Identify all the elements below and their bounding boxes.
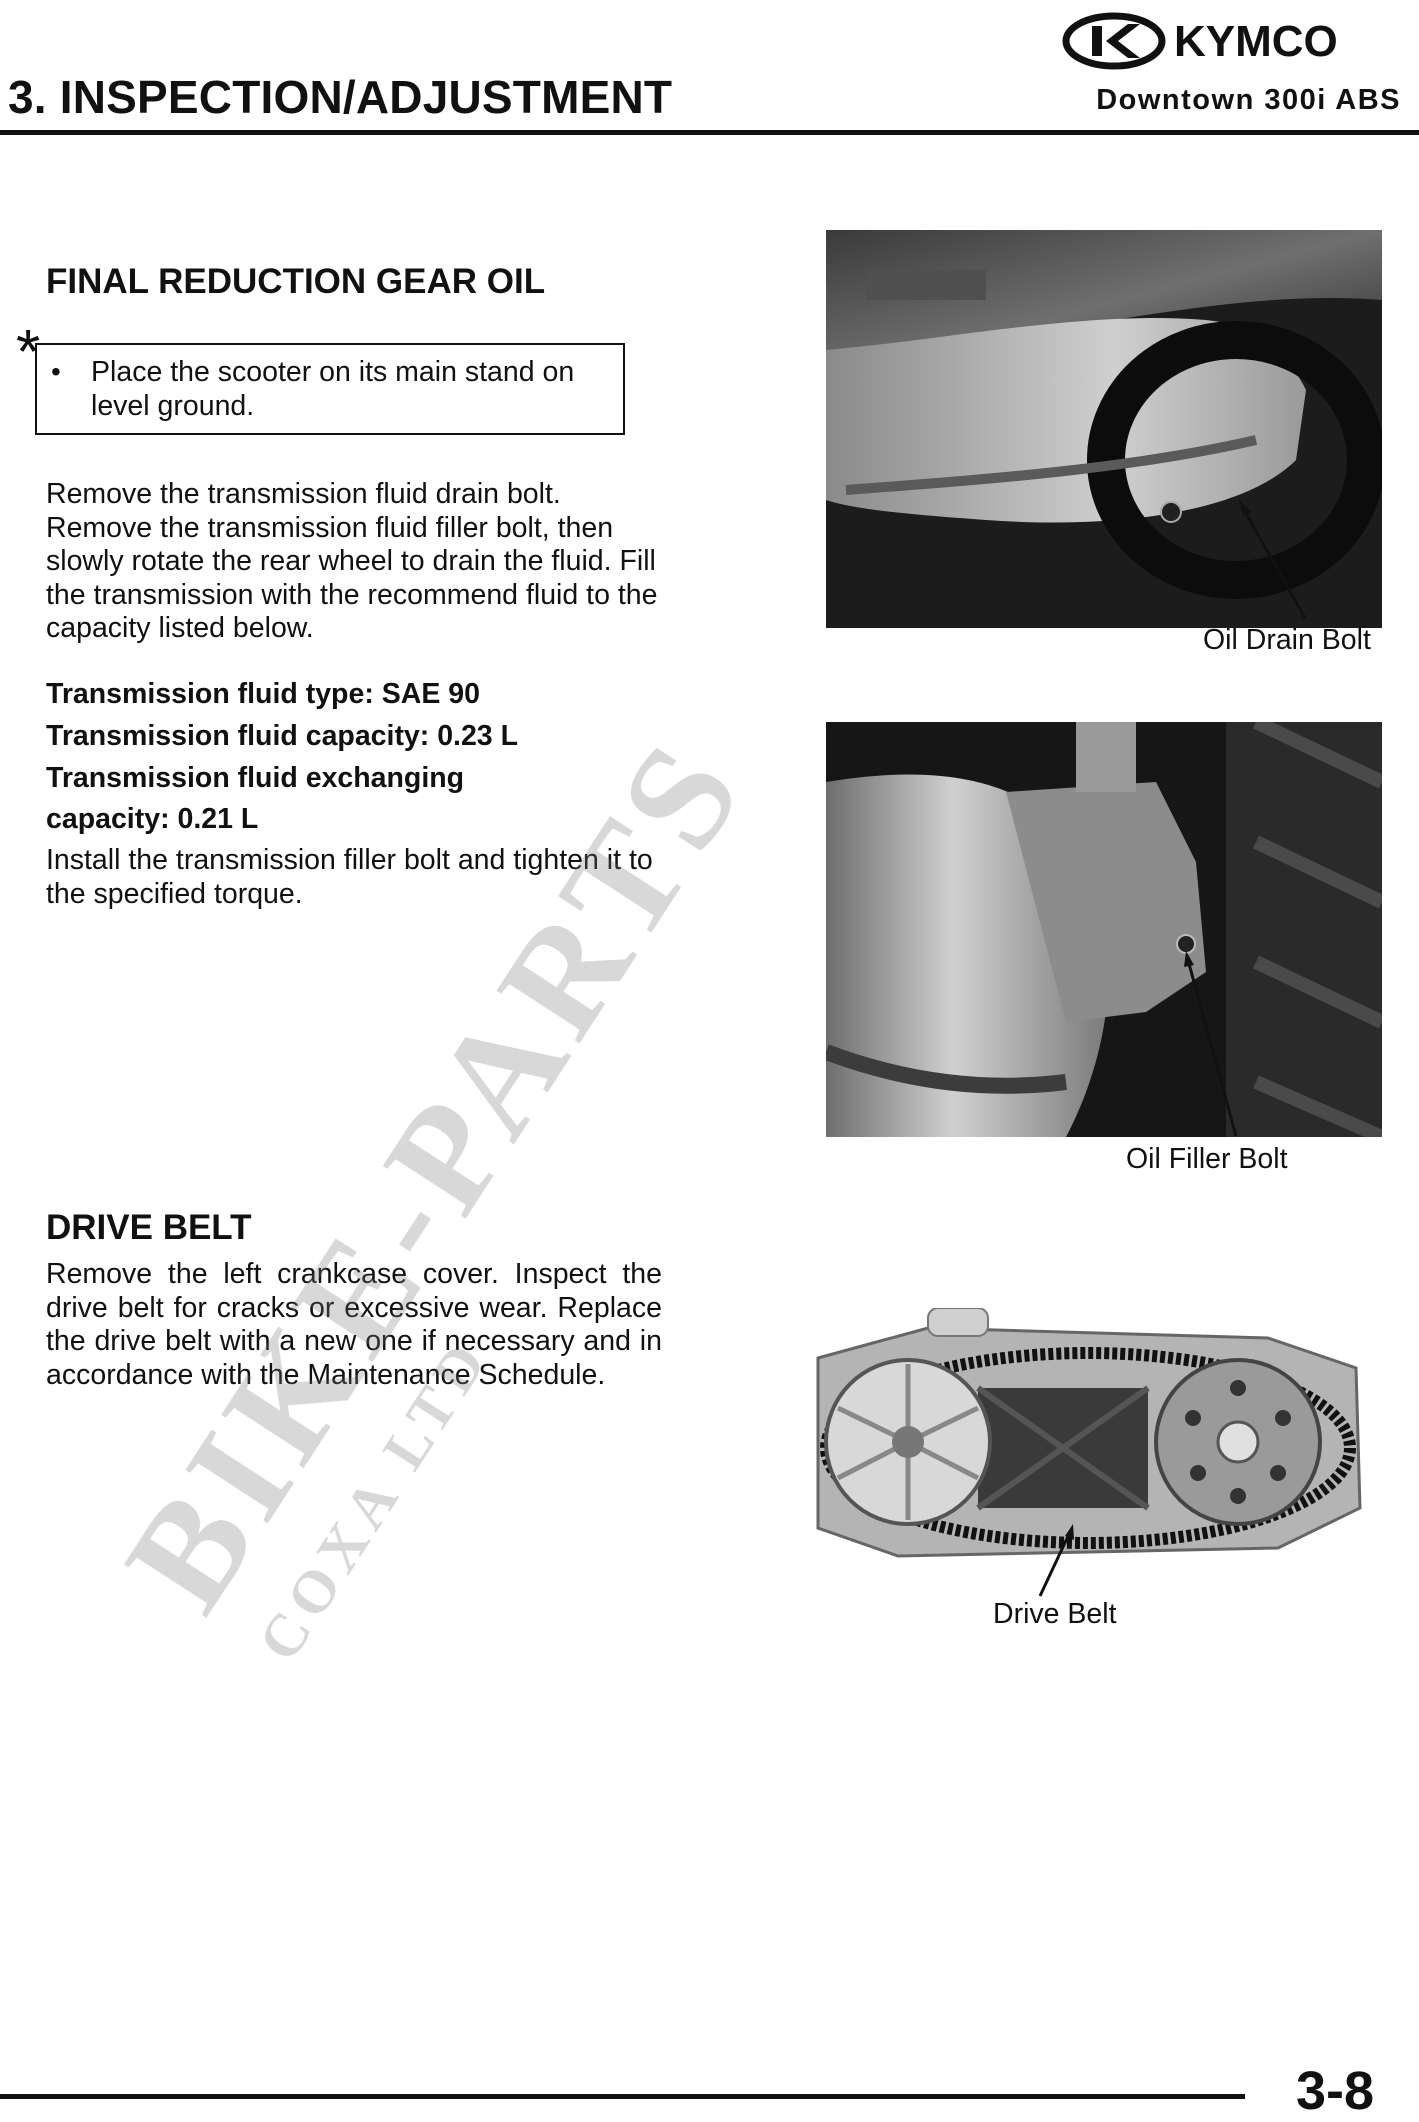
spec-exchange-capacity-line2: capacity: 0.21 L bbox=[46, 803, 259, 835]
svg-text:KYMCO: KYMCO bbox=[1174, 17, 1338, 66]
note-bullet: • bbox=[51, 356, 61, 387]
note-text: Place the scooter on its main stand on l… bbox=[91, 356, 575, 422]
caption-oil-filler-bolt: Oil Filler Bolt bbox=[1126, 1143, 1288, 1175]
caption-oil-drain-bolt: Oil Drain Bolt bbox=[1203, 624, 1371, 656]
drain-instructions: Remove the transmission fluid drain bolt… bbox=[46, 478, 658, 644]
caption-drive-belt: Drive Belt bbox=[993, 1598, 1117, 1630]
oil-filler-photo bbox=[826, 722, 1382, 1137]
spec-fluid-type: Transmission fluid type: SAE 90 bbox=[46, 678, 480, 710]
footer-rule bbox=[0, 2094, 1245, 2099]
oil-drain-photo bbox=[826, 230, 1382, 628]
section-heading-drive-belt: DRIVE BELT bbox=[46, 1208, 252, 1247]
drive-belt-instructions: Remove the left crankcase cover. Inspect… bbox=[46, 1258, 662, 1391]
drive-belt-photo bbox=[808, 1308, 1370, 1570]
kymco-logo: KYMCO bbox=[1062, 12, 1338, 70]
section-heading-final-reduction: FINAL REDUCTION GEAR OIL bbox=[46, 262, 546, 301]
model-name: Downtown 300i ABS bbox=[1096, 84, 1401, 116]
spec-fluid-capacity: Transmission fluid capacity: 0.23 L bbox=[46, 720, 518, 752]
header-rule bbox=[0, 130, 1419, 135]
filler-instructions: Install the transmission filler bolt and… bbox=[46, 844, 653, 910]
spec-exchange-capacity-line1: Transmission fluid exchanging bbox=[46, 762, 465, 794]
page-number: 3-8 bbox=[1295, 2061, 1374, 2121]
note-box: • Place the scooter on its main stand on… bbox=[35, 343, 625, 435]
page-title: 3. INSPECTION/ADJUSTMENT bbox=[8, 71, 673, 123]
